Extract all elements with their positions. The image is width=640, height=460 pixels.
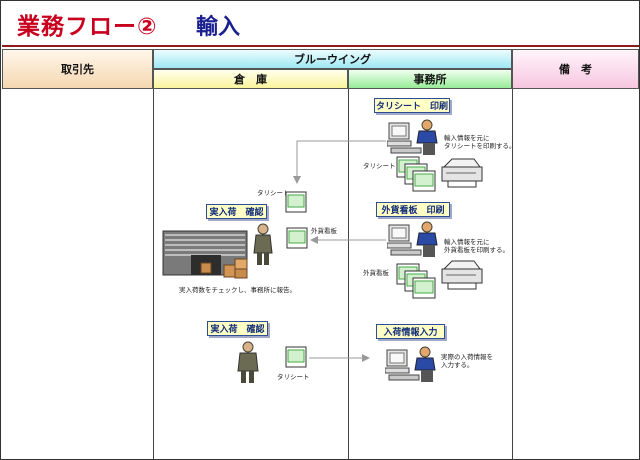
computer-worker-icon — [387, 119, 438, 155]
computer-worker-icon — [385, 346, 436, 382]
header-company: ブルーウイング — [153, 49, 512, 69]
lane-divider — [348, 89, 349, 459]
header-partner: 取引先 — [2, 49, 153, 89]
outside-desc: 輸入情報を元に外貨看板を印刷する。 — [444, 238, 509, 254]
tally-sheet-label: タリシート — [363, 162, 396, 170]
sheet-icon — [285, 191, 307, 213]
tally-print-box: タリシート 印刷 — [374, 98, 450, 113]
tally-sheet-label: タリシート — [257, 189, 290, 197]
outside-sheet-label: 外貨看板 — [363, 269, 389, 277]
document-stack-icon — [396, 263, 436, 299]
cardboard-box-icon — [223, 258, 248, 279]
arrival-check-box: 実入荷 確認 — [207, 321, 268, 336]
sheet-icon — [286, 227, 308, 249]
outside-sheet-label: 外貨看板 — [311, 227, 337, 235]
warehouse-worker-icon — [253, 223, 273, 265]
page-subtitle: 輸入 — [196, 15, 241, 40]
lane-divider — [153, 89, 154, 459]
header-warehouse: 倉 庫 — [153, 69, 348, 89]
document-stack-icon — [396, 156, 436, 192]
arrow-tally-to-warehouse — [293, 140, 386, 184]
tally-desc: 輸入情報を元にタリシートを印刷する。 — [444, 134, 516, 150]
arrival-input-box: 入荷情報入力 — [376, 324, 445, 339]
page-title: 業務フロー② — [17, 14, 158, 40]
outside-print-box: 外貨看板 印刷 — [376, 202, 450, 217]
title-underline — [2, 45, 639, 47]
warehouse-worker-icon — [237, 341, 259, 383]
lane-divider — [512, 89, 513, 459]
input-desc: 実際の入荷情報を入力する。 — [441, 353, 493, 369]
arrival-check-box: 実入荷 確認 — [206, 204, 267, 219]
printer-icon — [441, 158, 483, 188]
sheet-icon — [285, 346, 307, 368]
header-remarks: 備 考 — [512, 49, 639, 89]
header-office: 事務所 — [348, 69, 512, 89]
tally-sheet-label: タリシート — [277, 373, 310, 381]
computer-worker-icon — [387, 221, 438, 257]
printer-icon — [441, 260, 483, 290]
check-desc: 実入荷数をチェックし、事務所に報告。 — [179, 286, 296, 294]
